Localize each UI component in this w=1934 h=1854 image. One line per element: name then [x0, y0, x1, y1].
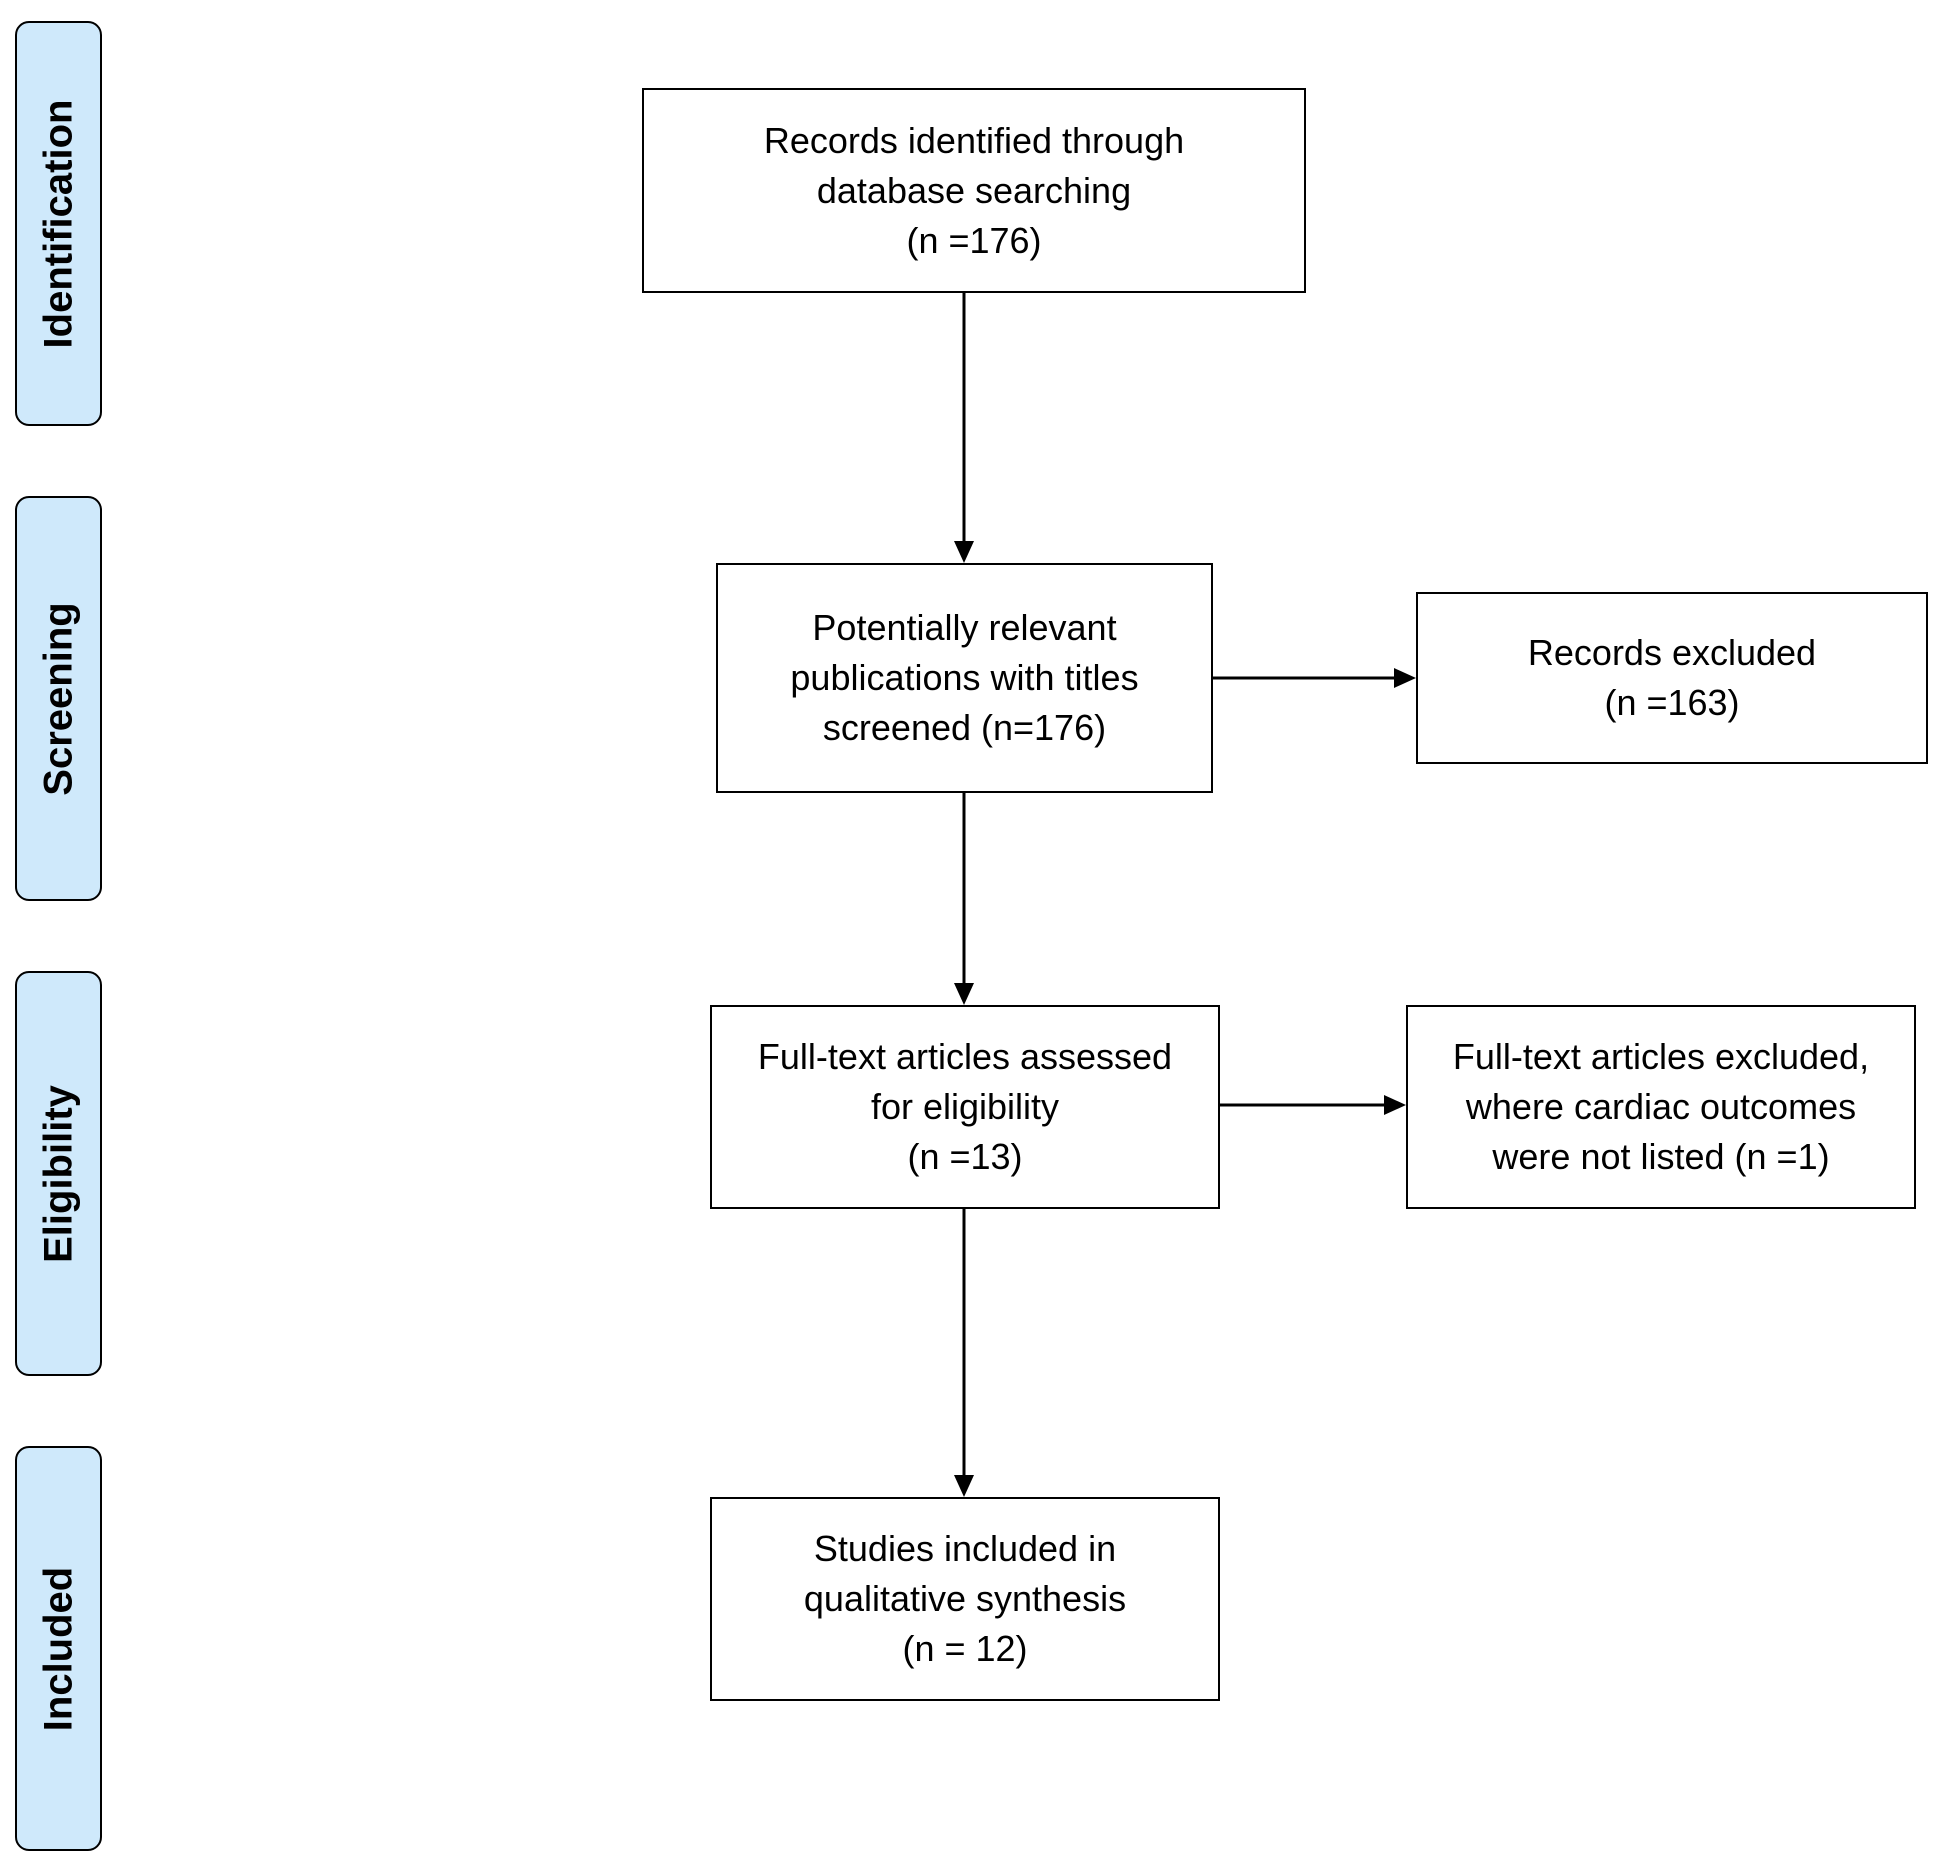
box-records-excluded: Records excluded (n =163) [1416, 592, 1928, 764]
arrowhead-included [954, 1475, 974, 1497]
box-titles-screened-line-1: Potentially relevant [812, 607, 1117, 648]
phase-screening: Screening [15, 496, 102, 901]
arrowhead-excluded [1394, 668, 1416, 688]
box-records-identified-line-1: Records identified through [763, 119, 1185, 161]
box-titles-screened: Potentially relevant publications with t… [716, 563, 1213, 793]
phase-eligibility: Eligibility [15, 971, 102, 1376]
phase-included: Included [15, 1446, 102, 1851]
box-records-excluded-line-1: Records excluded [1527, 632, 1817, 673]
box-fulltext-excluded-line-2: where cardiac outcomes [1465, 1086, 1857, 1127]
box-records-identified: Records identified through database sear… [642, 88, 1306, 293]
box-fulltext-assessed-line-3: (n =13) [907, 1136, 1023, 1177]
arrowhead-screened [954, 541, 974, 563]
box-fulltext-assessed: Full-text articles assessed for eligibil… [710, 1005, 1220, 1209]
box-studies-included-line-1: Studies included in [813, 1528, 1117, 1569]
box-studies-included-line-3: (n = 12) [902, 1628, 1028, 1669]
box-studies-included: Studies included in qualitative synthesi… [710, 1497, 1220, 1701]
box-studies-included-line-2: qualitative synthesis [803, 1578, 1127, 1619]
box-fulltext-assessed-line-2: for eligibility [870, 1086, 1060, 1127]
phase-identification: Identification [15, 21, 102, 426]
box-fulltext-excluded-line-3: were not listed (n =1) [1492, 1136, 1830, 1177]
box-fulltext-excluded-line-1: Full-text articles excluded, [1452, 1036, 1870, 1077]
box-records-excluded-line-2: (n =163) [1604, 682, 1740, 723]
box-records-identified-line-2: database searching [816, 169, 1132, 211]
box-records-identified-line-3: (n =176) [906, 219, 1042, 261]
box-titles-screened-line-2: publications with titles [790, 657, 1139, 698]
box-titles-screened-line-3: screened (n=176) [822, 707, 1107, 748]
arrowhead-fulltext [954, 983, 974, 1005]
box-fulltext-assessed-line-1: Full-text articles assessed [757, 1036, 1173, 1077]
arrowhead-fulltext-excluded [1384, 1095, 1406, 1115]
box-fulltext-excluded: Full-text articles excluded, where cardi… [1406, 1005, 1916, 1209]
